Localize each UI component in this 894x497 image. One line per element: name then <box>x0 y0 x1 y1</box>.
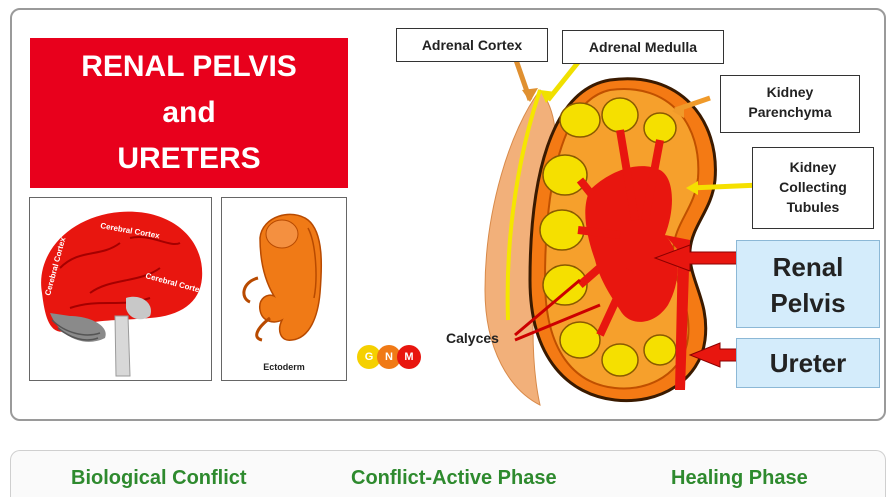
tab-biological-conflict[interactable]: Biological Conflict <box>71 467 247 490</box>
label-ureter: Ureter <box>736 338 880 388</box>
label-renal-pelvis-line-2: Pelvis <box>737 285 879 321</box>
label-renal-pelvis: Renal Pelvis <box>736 240 880 328</box>
label-collecting-line-2: Collecting <box>753 177 873 197</box>
arrow-renal-pelvis <box>655 245 738 271</box>
tab-healing-phase[interactable]: Healing Phase <box>671 467 808 490</box>
label-kidney-parenchyma: Kidney Parenchyma <box>720 75 860 133</box>
label-collecting-line-3: Tubules <box>753 197 873 217</box>
tab-conflict-active-phase[interactable]: Conflict-Active Phase <box>351 467 557 490</box>
label-kidney-parenchyma-line-2: Parenchyma <box>721 102 859 122</box>
label-collecting-tubules: Kidney Collecting Tubules <box>752 147 874 229</box>
label-adrenal-cortex: Adrenal Cortex <box>396 28 548 62</box>
label-kidney-parenchyma-line-1: Kidney <box>721 82 859 102</box>
label-adrenal-medulla: Adrenal Medulla <box>562 30 724 64</box>
label-renal-pelvis-line-1: Renal <box>737 249 879 285</box>
arrow-collecting <box>690 185 760 188</box>
label-collecting-line-1: Kidney <box>753 157 873 177</box>
gnm-logo: G N M <box>357 345 435 371</box>
label-calyces: Calyces <box>446 330 499 346</box>
phase-tabs: Biological Conflict Conflict-Active Phas… <box>10 450 886 497</box>
arrow-ureter <box>690 343 738 367</box>
gnm-logo-m: M <box>397 345 421 369</box>
